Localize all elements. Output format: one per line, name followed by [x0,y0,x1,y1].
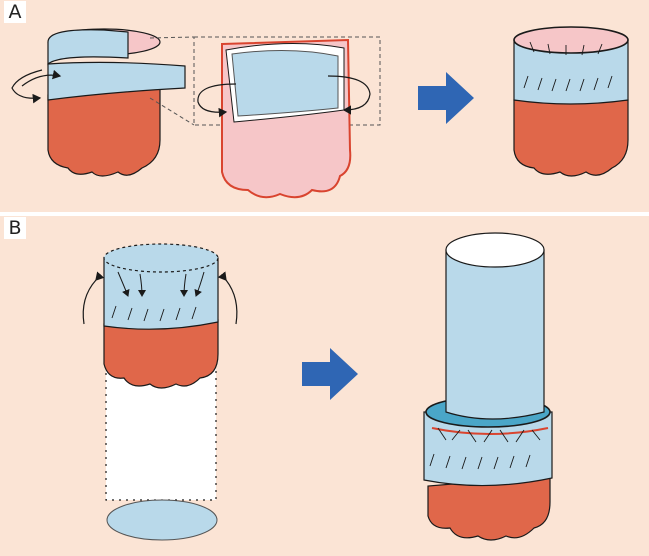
panel-b: B [0,216,649,556]
inset-mucosa [231,49,339,117]
eversion-arrow-left [11,69,43,104]
panel-a: A [0,0,649,212]
panel-b-illustration [82,232,553,541]
step-arrow-a [418,72,474,124]
pulled-intestine [445,249,545,420]
limb-eversion-start [11,28,186,177]
eversion-arrow-left-2 [21,69,62,87]
stump-flesh-b [103,319,219,389]
cuff-b-sutures [111,305,197,322]
everted-cuff [513,39,629,105]
fold-arrow-right [217,271,238,325]
guide-line-top [149,36,195,39]
cuff-b-opening [103,243,219,273]
cuff-opening [513,26,629,54]
inset-detail [193,36,381,199]
intestine-end [106,499,218,541]
mucosa-cuff-back [47,29,129,66]
stump-flesh-c [427,475,551,541]
cuff-b [103,257,219,330]
panel-label-a: A [4,1,26,23]
step-arrow-b [302,348,358,400]
stump-flesh-2 [513,99,629,177]
limb-before-anastomosis [82,243,238,541]
cuff-c-sutures [429,427,541,470]
cuff-c [423,411,553,487]
limb-after-anastomosis [423,232,553,541]
fold-arrow-left [82,271,105,325]
inversion-arrows [117,271,205,297]
mucosa-flap [47,61,186,101]
panel-a-illustration [11,26,629,199]
intestine-opening [445,232,545,268]
panel-label-b: B [4,217,26,239]
cuff-sutures [523,41,613,92]
inset-arrow-left [197,83,237,118]
anastomosis-line [431,427,549,435]
guide-line-bottom [149,97,195,126]
limb-eversion-result [513,26,629,177]
inset-arrow-right [327,75,371,115]
